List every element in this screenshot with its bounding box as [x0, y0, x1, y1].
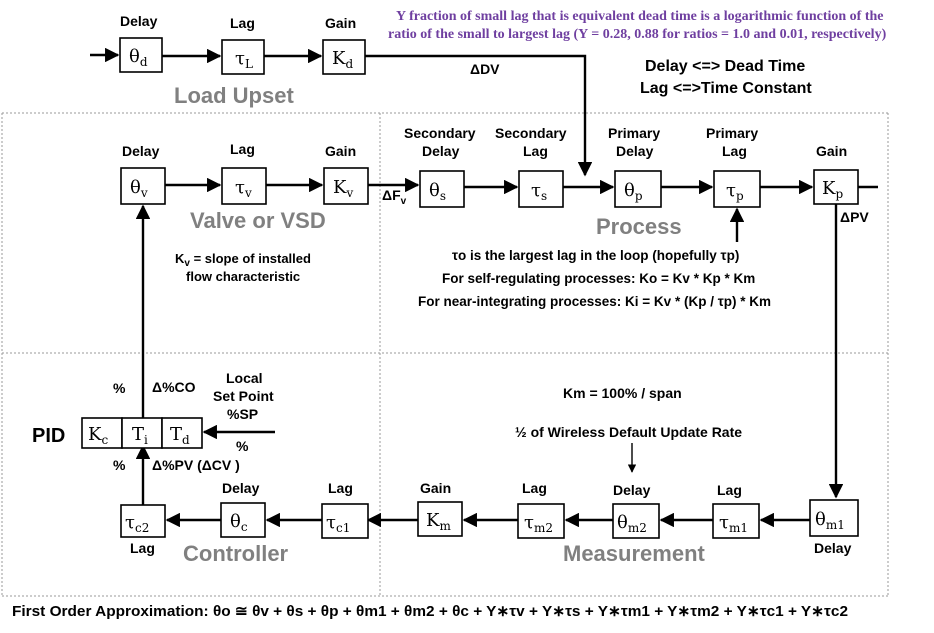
process-note-largest-lag: τo is the largest lag in the loop (hopef… [452, 248, 739, 263]
valve-chain: Delay Lag Gain θv τv Kv ΔFv Valve or VSD… [120, 141, 420, 284]
legend-delay-dead-time: Delay <=> Dead Time [645, 58, 805, 75]
tc2-block [120, 504, 166, 538]
controller-delay-label: Delay [222, 480, 260, 496]
pid-td-symbol: Td [170, 424, 190, 447]
controller-lag-label: Lag [328, 480, 353, 496]
tm2-symbol: τm2 [524, 512, 553, 535]
load-delay-block [119, 37, 163, 73]
top-note-line-1: Y fraction of small lag that is equivale… [396, 9, 884, 24]
measurement-delay-label: Delay [613, 482, 651, 498]
pri-lag-label-2: Lag [722, 143, 747, 159]
valve-delay-symbol: θv [130, 177, 148, 200]
measurement-lag1-label: Lag [717, 482, 742, 498]
thm2-block [612, 503, 660, 539]
valve-lag-label: Lag [230, 141, 255, 157]
pid-kc-symbol: Kc [88, 424, 108, 447]
controller-chain: Delay Lag τc2 θc τc1 Lag Controller PID … [32, 204, 369, 566]
load-lag-block [221, 39, 265, 75]
load-delay-label: Delay [120, 13, 158, 29]
valve-title: Valve or VSD [190, 208, 326, 233]
measurement-km-note: Km = 100% / span [563, 385, 682, 401]
valve-kv-note-line-2: flow characteristic [186, 269, 300, 284]
tc1-symbol: τc1 [326, 512, 350, 535]
load-gain-symbol: Kd [332, 48, 353, 71]
pri-lag-symbol: τp [726, 180, 744, 203]
dpv-label: Δ%PV (ΔCV ) [152, 457, 240, 473]
pid-ti-symbol: Ti [132, 424, 148, 447]
sec-lag-symbol: τs [531, 180, 547, 203]
load-delay-symbol: θd [129, 46, 148, 69]
sec-delay-label-1: Secondary [404, 125, 476, 141]
process-pv-label: ΔPV [840, 209, 869, 225]
pct-bottom-label: % [113, 457, 126, 473]
measurement-chain: Km = 100% / span ½ of Wireless Default U… [366, 385, 859, 566]
measurement-title: Measurement [563, 541, 706, 566]
sec-lag-label-2: Lag [523, 143, 548, 159]
local-sp-label-1: Local [226, 370, 263, 386]
valve-gain-symbol: Kv [333, 177, 353, 200]
thc-block [220, 502, 266, 538]
sec-delay-symbol: θs [429, 180, 446, 203]
thm1-symbol: θm1 [815, 509, 845, 532]
pri-delay-symbol: θp [624, 180, 643, 203]
sec-delay-label-2: Delay [422, 143, 460, 159]
region-frames [1, 112, 889, 597]
process-gain-label: Gain [816, 143, 847, 159]
tc2-symbol: τc2 [125, 512, 149, 535]
measurement-gain-label: Gain [420, 480, 451, 496]
sec-delay-block [419, 170, 465, 208]
km-block [417, 501, 463, 537]
pct-right-label: % [236, 438, 249, 454]
km-symbol: Km [426, 510, 451, 533]
valve-lag-block [221, 167, 267, 205]
measurement-wireless-note: ½ of Wireless Default Update Rate [515, 424, 742, 440]
local-sp-label-3: %SP [227, 406, 258, 422]
process-note-self-regulating: For self-regulating processes: Ko = Kv *… [442, 271, 755, 286]
pri-delay-block [614, 170, 662, 208]
legend-lag-time-constant: Lag <=>Time Constant [640, 80, 812, 97]
local-sp-label-2: Set Point [213, 388, 274, 404]
valve-gain-label: Gain [325, 143, 356, 159]
load-gain-label: Gain [325, 15, 356, 31]
valve-delay-block [120, 167, 166, 205]
thc-symbol: θc [230, 511, 248, 534]
dco-label: Δ%CO [152, 379, 196, 395]
tm1-symbol: τm1 [719, 512, 748, 535]
top-note-line-2: ratio of the small to largest lag (Y = 0… [388, 27, 887, 42]
pri-delay-label-2: Delay [616, 143, 654, 159]
sec-lag-block [518, 170, 564, 208]
pri-delay-label-1: Primary [608, 125, 660, 141]
load-lag-label: Lag [230, 15, 255, 31]
controller-lag-bottom-label: Lag [130, 540, 155, 556]
load-lag-symbol: τL [235, 48, 253, 71]
valve-kv-note-line-1: Kv = slope of installed [175, 251, 311, 269]
process-gain-block [813, 169, 859, 205]
valve-df-label: ΔFv [382, 187, 407, 207]
load-upset-title: Load Upset [174, 83, 294, 108]
thm1-block [809, 499, 859, 537]
thm2-symbol: θm2 [617, 512, 647, 535]
process-chain: Secondary Delay Secondary Lag Primary De… [404, 125, 878, 309]
sec-lag-label-1: Secondary [495, 125, 567, 141]
load-upset-chain: Delay Lag Gain θd τL Kd ΔDV Load Upset [90, 13, 593, 177]
pri-lag-label-1: Primary [706, 125, 758, 141]
measurement-delay-bottom-label: Delay [814, 540, 852, 556]
pid-td-block [161, 417, 203, 449]
load-gain-block [322, 39, 366, 75]
valve-gain-block [323, 167, 369, 205]
first-order-approximation-formula: First Order Approximation: θo ≅ θv + θs … [12, 603, 848, 620]
process-note-near-integrating: For near-integrating processes: Ki = Kv … [418, 294, 771, 309]
process-title: Process [596, 214, 682, 239]
process-gain-symbol: Kp [822, 178, 843, 201]
load-dv-label: ΔDV [470, 61, 500, 77]
measurement-lag2-label: Lag [522, 480, 547, 496]
controller-title: Controller [183, 541, 289, 566]
pid-label: PID [32, 425, 65, 447]
valve-delay-label: Delay [122, 143, 160, 159]
valve-lag-symbol: τv [235, 177, 252, 200]
pct-top-label: % [113, 380, 126, 396]
pri-lag-block [713, 170, 761, 208]
